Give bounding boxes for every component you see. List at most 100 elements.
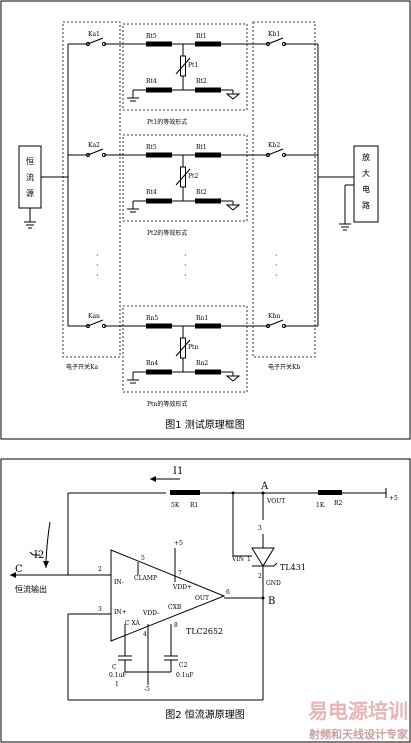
r2-name: R2 [334, 500, 343, 507]
label-top-left-3: Rn5 [146, 315, 158, 322]
svg-text:C XA: C XA [125, 620, 141, 627]
node-b: B [268, 596, 275, 607]
switch-ka-1 [85, 41, 91, 47]
resistor-top-left-3 [146, 323, 172, 329]
pt-equiv-box-1 [122, 23, 248, 111]
svg-text:0.1uF: 0.1uF [176, 672, 194, 679]
switch-ka-label-1: Ka1 [88, 31, 100, 38]
svg-text:5: 5 [141, 555, 145, 562]
tlc2652-opamp [110, 549, 226, 642]
svg-text:C: C [112, 664, 117, 671]
tl431-symbol [251, 547, 275, 567]
node-c: C [15, 564, 23, 575]
svg-text:CXB: CXB [168, 604, 182, 611]
pt-equiv-caption-2: Pt2的等效形式 [147, 229, 187, 237]
node-a: A [260, 481, 269, 492]
vcc-label: +5 [389, 495, 398, 502]
svg-text:3: 3 [98, 606, 102, 613]
source-char-1: 恒 [26, 156, 34, 166]
label-bot-right-3: Rn2 [196, 360, 208, 367]
label-top-left-1: Rt5 [146, 33, 157, 40]
resistor-bot-right-1 [195, 87, 221, 93]
vin-label: VIN [231, 556, 244, 563]
output-label: 恒流输出 [15, 584, 47, 594]
resistor-bot-left-1 [146, 87, 172, 93]
svg-text:7: 7 [178, 570, 182, 577]
amp-char-1: 放 [362, 152, 370, 162]
resistor-bot-right-3 [195, 369, 221, 375]
svg-text:·: · [184, 271, 187, 280]
i1-label: I1 [173, 466, 183, 477]
svg-text:·: · [275, 271, 278, 280]
ground-right-3 [225, 375, 241, 382]
r1-name: R1 [190, 502, 198, 509]
amp-char-3: 电 [362, 184, 370, 194]
svg-text:IN+: IN+ [114, 609, 127, 616]
switch-b-box [252, 21, 316, 358]
resistor-top-left-1 [146, 41, 172, 47]
r2-resistor [318, 490, 342, 495]
svg-text:IN-: IN- [114, 579, 124, 586]
source-char-2: 流 [26, 172, 34, 182]
label-bot-left-1: Rt4 [146, 78, 157, 85]
tlc2652-label: TLC2652 [186, 627, 223, 636]
switch-kb-label-1: Kb1 [268, 31, 280, 38]
switch-ka-label-3: Kan [88, 313, 100, 320]
pt-equiv-box-3 [122, 305, 248, 393]
label-top-right-1: Rt1 [196, 33, 207, 40]
svg-text:OUT: OUT [195, 595, 209, 602]
svg-text:3: 3 [258, 525, 262, 532]
svg-text:·: · [275, 261, 278, 270]
switch-ka-label-2: Ka2 [88, 142, 100, 149]
label-top-right-3: Rn1 [196, 315, 208, 322]
tl431-label: TL431 [280, 563, 306, 572]
label-bot-left-3: Rn4 [146, 360, 158, 367]
fig1-caption: 图1 测试原理框图 [165, 418, 245, 431]
switch-ka-3 [85, 323, 91, 329]
resistor-bot-right-2 [195, 198, 221, 204]
resistor-top-right-2 [195, 152, 221, 158]
switch-a-box [62, 21, 121, 358]
pt-equiv-box-2 [122, 134, 248, 222]
watermark-logo: 易电源培训 [308, 699, 408, 723]
svg-text:·: · [96, 271, 99, 280]
switch-kb-3 [265, 323, 271, 329]
vdd-plus5: +5 [174, 540, 183, 547]
switch-a-label: 电子开关Ka [66, 363, 98, 371]
dots-ka: · [96, 251, 99, 260]
pt-label-1: Pt1 [188, 62, 198, 69]
resistor-top-right-1 [195, 41, 221, 47]
svg-text:CLAMP: CLAMP [134, 575, 157, 582]
svg-text:VDD-: VDD- [142, 610, 159, 617]
pt-equiv-caption-3: Ptn的等效形式 [147, 400, 187, 408]
svg-text:1: 1 [115, 681, 119, 688]
r1-resistor [170, 490, 200, 495]
fig2-caption: 图2 恒流源原理图 [165, 708, 245, 721]
label-bot-left-2: Rt4 [146, 189, 157, 196]
svg-text:·: · [96, 261, 99, 270]
resistor-bot-left-3 [146, 369, 172, 375]
resistor-top-right-3 [195, 323, 221, 329]
r1-value: 5K [171, 502, 180, 509]
switch-b-label: 电子开关Kb [268, 363, 300, 371]
svg-text:0.1uF: 0.1uF [109, 672, 127, 679]
r2-value: 1K [316, 502, 325, 509]
gnd-label: GND [266, 580, 281, 587]
ground-right-1 [225, 93, 241, 100]
pt-equiv-caption-1: Pt1的等效形式 [147, 118, 187, 126]
svg-text:6: 6 [226, 589, 230, 596]
ground-right-2 [225, 204, 241, 211]
resistor-top-left-2 [146, 152, 172, 158]
label-bot-right-2: Rt2 [196, 189, 207, 196]
pt-label-3: Ptn [188, 344, 198, 351]
svg-text:C2: C2 [179, 662, 188, 669]
amp-char-4: 路 [362, 200, 370, 210]
svg-text:2: 2 [98, 566, 102, 573]
switch-kb-2 [265, 152, 271, 158]
svg-text:8: 8 [174, 622, 178, 629]
svg-text:·: · [184, 261, 187, 270]
vout-label: VOUT [266, 498, 285, 505]
switch-kb-label-2: Kb2 [268, 142, 280, 149]
